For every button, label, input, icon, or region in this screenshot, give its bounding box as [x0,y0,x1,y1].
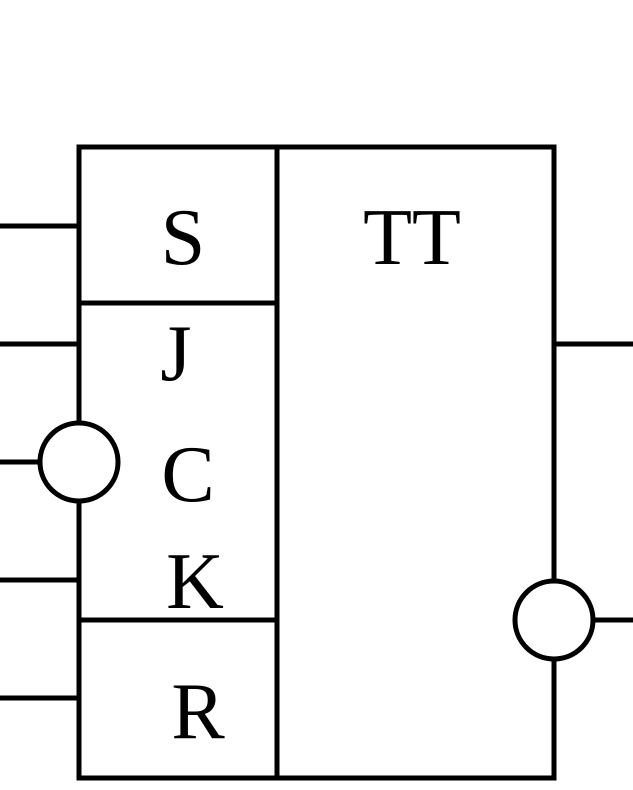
output-inversion-circle [512,578,596,662]
flip-flop-body [76,144,557,781]
label-r: R [171,668,225,756]
label-s: S [161,194,206,282]
type-label: TT [363,194,461,282]
label-c: C [161,431,214,519]
label-k: K [166,538,224,626]
label-j: J [160,310,191,398]
clock-inversion-circle [37,420,121,504]
